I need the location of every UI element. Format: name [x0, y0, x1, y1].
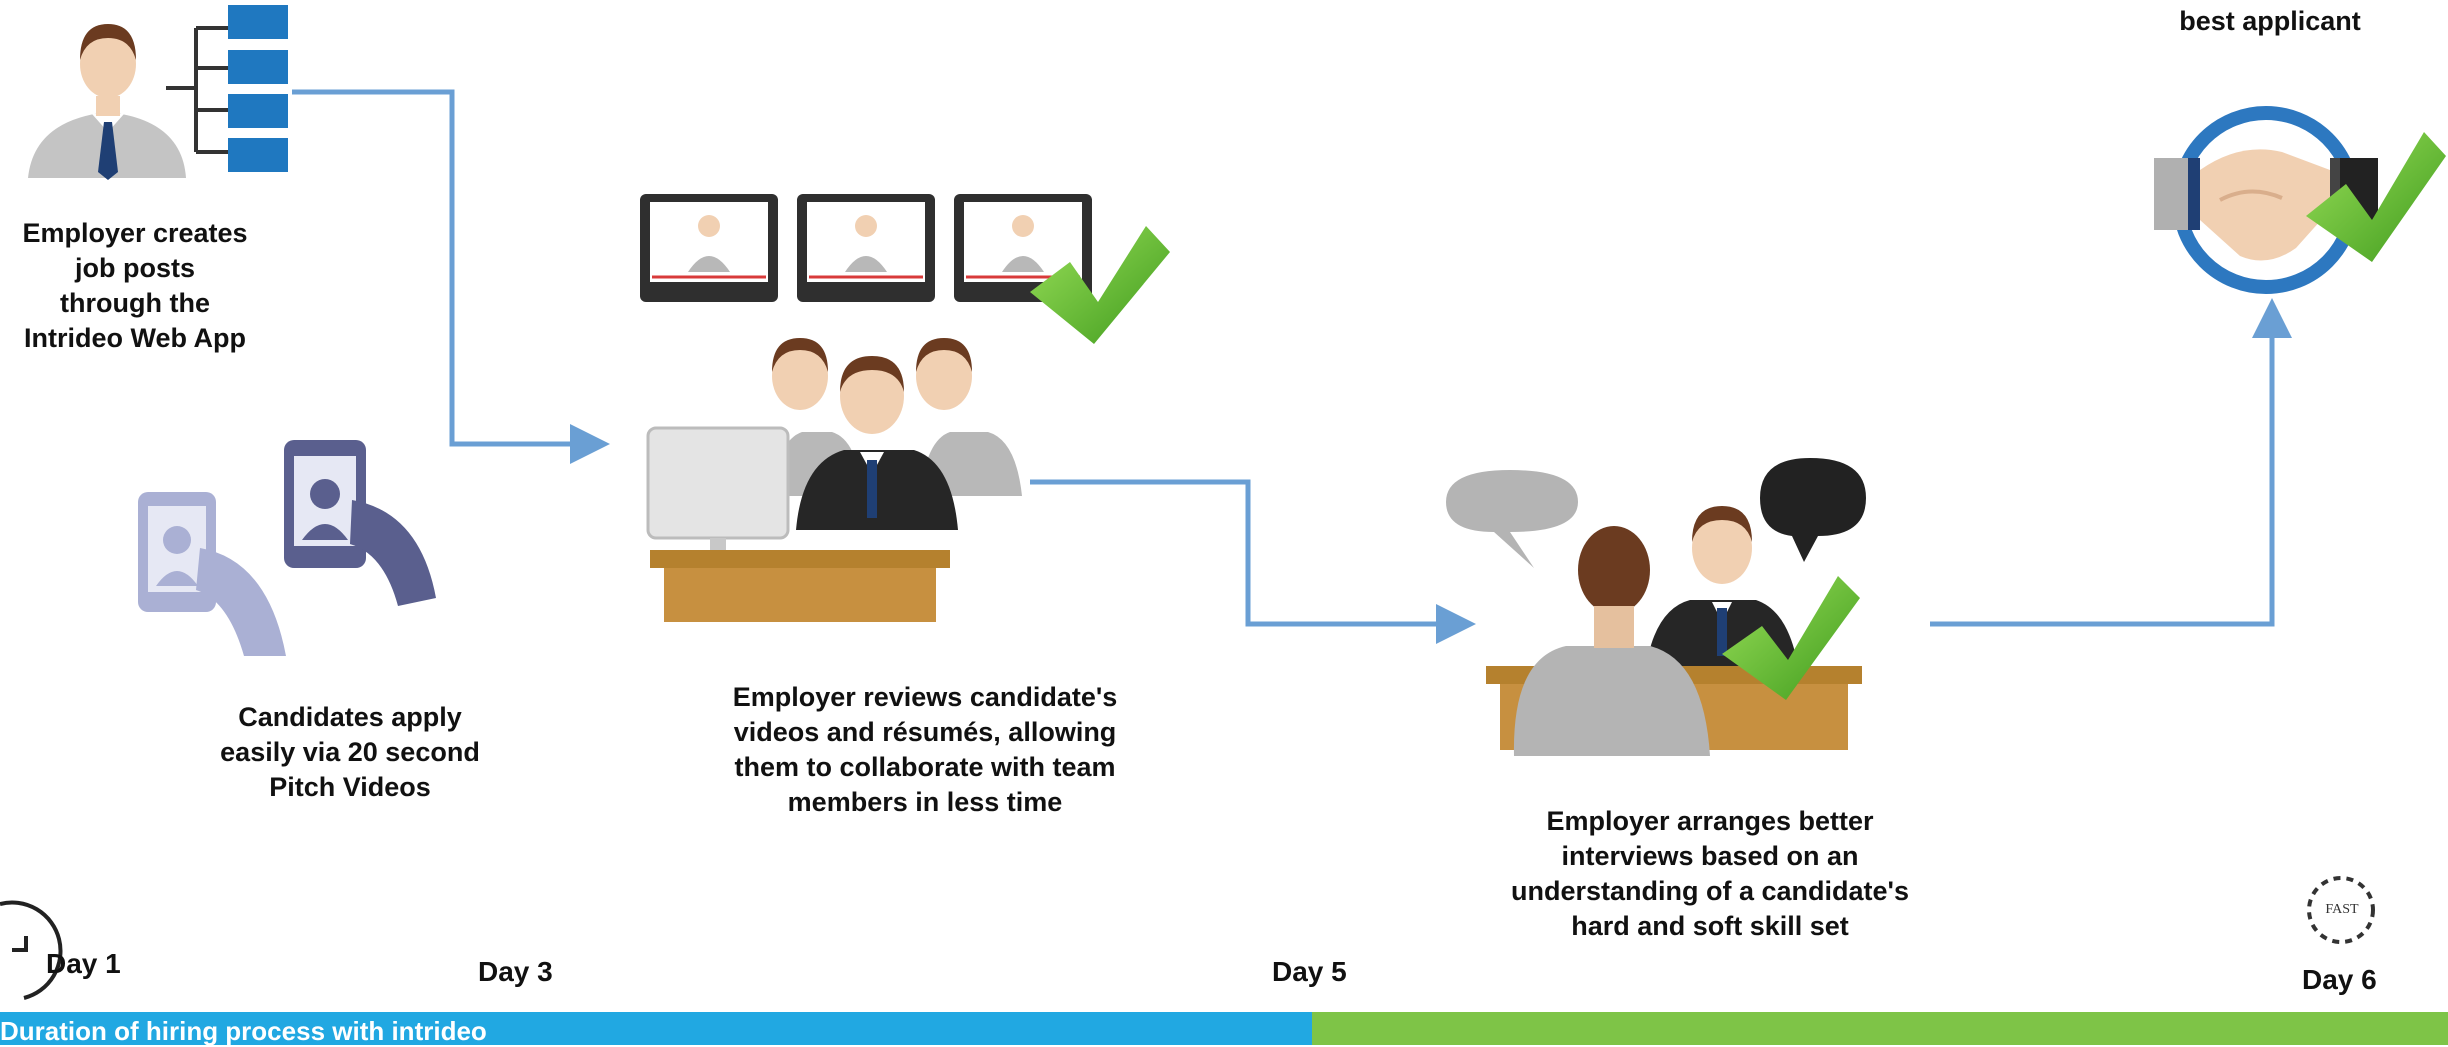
fast-badge-icon — [2307, 876, 2375, 944]
day-label-6: Day 6 — [2302, 964, 2377, 995]
team-review-icon — [646, 338, 1022, 622]
review-check-icon — [1030, 226, 1170, 344]
duration-bar-label: Duration of hiring process with intrideo — [0, 1016, 487, 1046]
duration-bar-green — [1312, 1012, 2448, 1045]
caption-hire: best applicant — [2179, 6, 2361, 36]
caption-post-jobs: Employer creates job posts through the I… — [22, 218, 248, 353]
clock-icon — [0, 900, 63, 1000]
day-label-3: Day 3 — [478, 956, 553, 987]
day-label-5: Day 5 — [1272, 956, 1347, 987]
phone-video-icon — [138, 440, 436, 656]
caption-apply: Candidates apply easily via 20 second Pi… — [220, 702, 480, 802]
video-thumbnails — [640, 194, 1092, 302]
caption-review: Employer reviews candidate's videos and … — [732, 682, 1118, 817]
handshake-icon — [2154, 106, 2446, 294]
duration-bar-blue — [0, 1012, 1312, 1045]
day-label-1: Day 1 — [46, 948, 121, 979]
flow-arrows — [292, 89, 2292, 644]
interview-icon — [1446, 458, 1866, 756]
caption-interview: Employer arranges better interviews base… — [1511, 806, 1909, 941]
arrow-review-to-interview — [1030, 479, 1476, 644]
employer-org-chart-icon — [28, 5, 288, 180]
fast-badge-label: FAST — [2325, 902, 2359, 917]
arrow-interview-to-hire — [1930, 298, 2292, 627]
arrow-post-to-review — [292, 89, 610, 464]
